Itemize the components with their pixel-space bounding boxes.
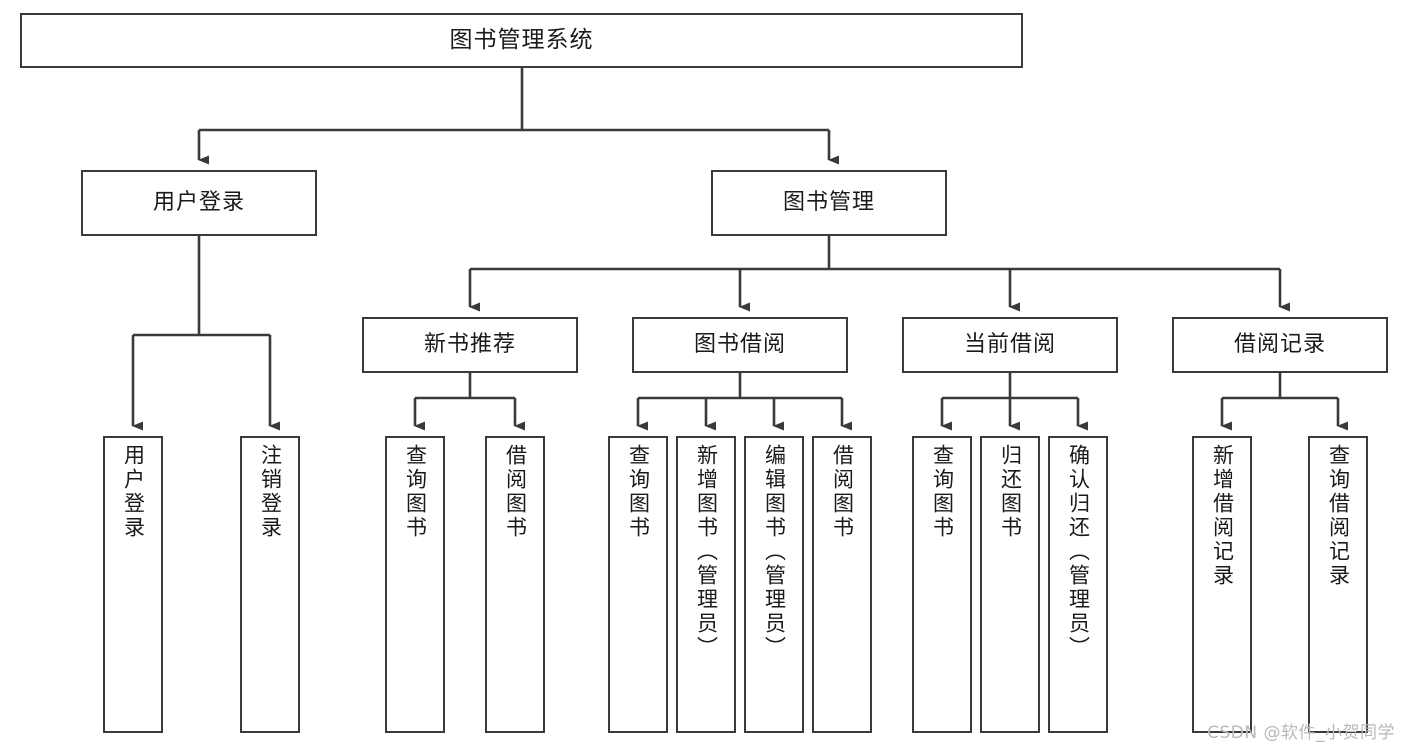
node-user-login[interactable]: 用户登录 [81, 170, 317, 236]
leaf-user-logout[interactable]: 注销登录 [240, 436, 300, 733]
leaf-add-borrow-record[interactable]: 新增借阅记录 [1192, 436, 1252, 733]
leaf-query-book-new-recommend[interactable]: 查询图书 [385, 436, 445, 733]
leaf-borrow-book-new-recommend[interactable]: 借阅图书 [485, 436, 545, 733]
node-borrow-record[interactable]: 借阅记录 [1172, 317, 1388, 373]
leaf-edit-book-admin[interactable]: 编辑图书（管理员） [744, 436, 804, 733]
leaf-confirm-return-admin[interactable]: 确认归还（管理员） [1048, 436, 1108, 733]
leaf-add-book-admin[interactable]: 新增图书（管理员） [676, 436, 736, 733]
leaf-query-book-borrow[interactable]: 查询图书 [608, 436, 668, 733]
node-new-book-recommend[interactable]: 新书推荐 [362, 317, 578, 373]
node-label: 当前借阅 [963, 332, 1056, 358]
node-label: 借阅图书 [503, 444, 528, 540]
leaf-borrow-book-borrow[interactable]: 借阅图书 [812, 436, 872, 733]
leaf-user-login[interactable]: 用户登录 [103, 436, 163, 733]
node-book-borrow[interactable]: 图书借阅 [632, 317, 848, 373]
node-label: 图书管理 [782, 190, 875, 216]
node-current-borrow[interactable]: 当前借阅 [902, 317, 1118, 373]
node-label: 用户登录 [121, 444, 146, 540]
leaf-query-book-current[interactable]: 查询图书 [912, 436, 972, 733]
node-label: 查询借阅记录 [1326, 444, 1351, 588]
node-label: 归还图书 [998, 444, 1023, 540]
node-label: 查询图书 [930, 444, 955, 540]
csdn-watermark: CSDN @软件_小贺同学 [1207, 723, 1395, 743]
node-root-book-management-system[interactable]: 图书管理系统 [20, 13, 1023, 68]
node-book-management[interactable]: 图书管理 [711, 170, 947, 236]
leaf-return-book[interactable]: 归还图书 [980, 436, 1040, 733]
node-label: 借阅记录 [1233, 332, 1326, 358]
node-label: 借阅图书 [830, 444, 855, 540]
leaf-query-borrow-record[interactable]: 查询借阅记录 [1308, 436, 1368, 733]
node-label: 新增借阅记录 [1210, 444, 1235, 588]
node-label: 用户登录 [152, 190, 245, 216]
node-label: 编辑图书（管理员） [762, 444, 787, 660]
node-label: 确认归还（管理员） [1066, 444, 1091, 660]
node-label: 注销登录 [258, 444, 283, 540]
node-label: 查询图书 [403, 444, 428, 540]
node-label: 新增图书（管理员） [694, 444, 719, 660]
node-label: 新书推荐 [423, 332, 516, 358]
node-label: 查询图书 [626, 444, 651, 540]
node-label: 图书借阅 [693, 332, 786, 358]
node-label: 图书管理系统 [449, 26, 594, 53]
